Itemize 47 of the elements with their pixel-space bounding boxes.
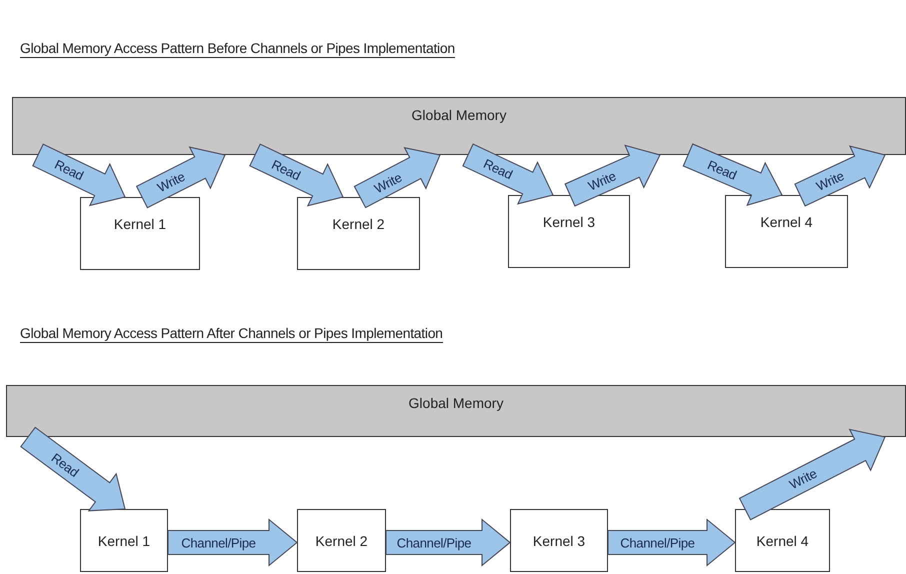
edge-label: Read	[482, 156, 514, 182]
block-arrow	[462, 143, 554, 205]
block-arrow	[794, 145, 886, 207]
block-arrow	[564, 144, 661, 207]
block-arrow	[738, 428, 886, 520]
memory-box	[12, 97, 906, 155]
kernel-box	[297, 197, 420, 270]
edge-label: Write	[155, 170, 187, 195]
edge-label: Channel/Pipe	[181, 536, 256, 549]
node-label: Kernel 2	[315, 532, 368, 548]
edge-label: Write	[586, 168, 618, 192]
node-label: Kernel 2	[332, 216, 385, 232]
block-arrow	[32, 144, 126, 206]
edge-label: Read	[270, 158, 303, 182]
block-arrow	[354, 147, 441, 208]
edge-label: Channel/Pipe	[396, 536, 472, 549]
block-arrow	[608, 518, 736, 567]
edge-label: Write	[786, 467, 818, 492]
block-arrow	[386, 518, 511, 567]
node-label: Kernel 4	[756, 532, 809, 548]
node-label: Kernel 3	[542, 214, 596, 230]
memory-box	[6, 385, 906, 437]
block-arrow	[20, 426, 126, 512]
kernel-box	[725, 195, 848, 268]
kernel-box	[510, 509, 608, 572]
diagram-title: Global Memory Access Pattern Before Channels or Pipes Implementation	[20, 40, 455, 58]
kernel-box	[80, 509, 168, 572]
kernel-box	[297, 509, 386, 572]
kernel-box	[508, 195, 630, 268]
edge-label: Write	[814, 168, 846, 193]
kernel-box	[735, 509, 830, 572]
edge-label: Write	[372, 170, 404, 195]
block-arrow	[168, 518, 298, 567]
edge-label: Read	[706, 158, 738, 182]
node-label: Kernel 1	[98, 532, 150, 548]
edge-label: Channel/Pipe	[620, 536, 695, 549]
node-label: Kernel 3	[532, 532, 586, 548]
block-arrow	[682, 143, 783, 206]
node-label: Kernel 1	[114, 216, 166, 232]
section-title: Global Memory Access Pattern After Channels or Pipes Implementation	[20, 325, 443, 343]
node-label: Global Memory	[412, 107, 506, 123]
node-label: Global Memory	[408, 395, 504, 411]
kernel-box	[80, 197, 200, 270]
block-arrow	[249, 144, 344, 206]
block-arrow	[136, 146, 226, 208]
node-label: Kernel 4	[760, 214, 813, 230]
edge-label: Read	[52, 158, 86, 182]
